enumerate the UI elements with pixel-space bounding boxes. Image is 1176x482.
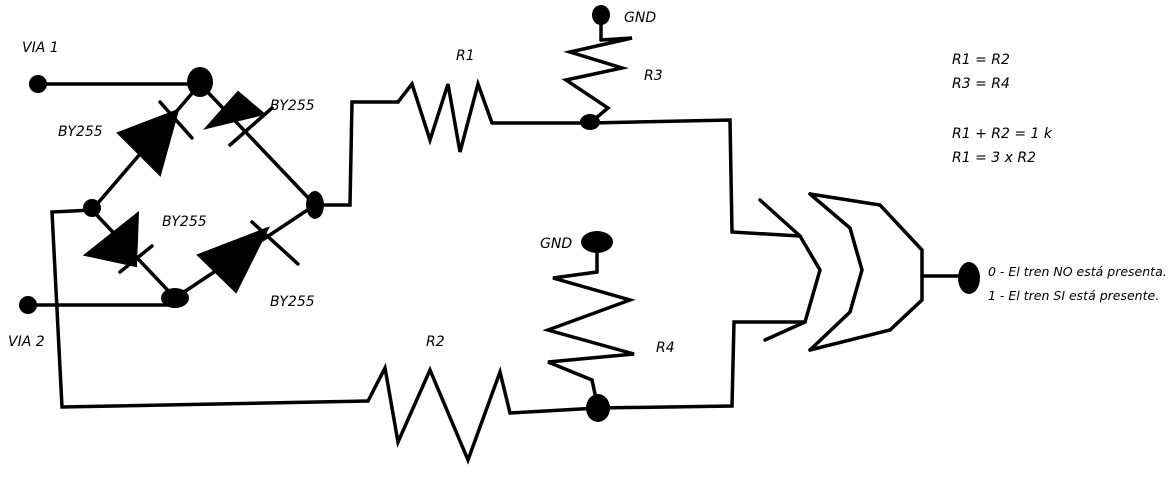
output-terminal [958,262,980,294]
note-line4: R1 = 3 x R2 [952,150,1036,166]
note-line2: R3 = R4 [952,76,1010,92]
node-r1-r3 [580,114,600,130]
xor-gate-icon [758,192,924,352]
bridge-node-top [187,67,213,97]
wire-node-to-xor-a [588,118,802,238]
output-state-1: 1 - El tren SI está presente. [988,288,1159,303]
terminal-via2 [19,296,37,314]
diode-d2-icon [203,90,274,147]
wire-node-to-xor-b [596,320,807,410]
label-diode4: BY255 [270,294,315,310]
diode-d4-icon [196,220,300,294]
note-line1: R1 = R2 [952,52,1010,68]
node-r2-r4 [586,394,610,422]
bridge-edge-top-right [198,82,317,207]
label-diode2: BY255 [270,98,315,114]
resistor-r3-icon [561,36,633,125]
resistor-r1-icon [396,78,494,153]
diode-bridge [82,82,317,300]
label-r3: R3 [644,68,663,84]
label-r2: R2 [426,334,445,350]
label-gnd-top: GND [624,10,656,26]
label-diode3: BY255 [162,214,207,230]
bridge-node-left [83,199,101,217]
label-via1: VIA 1 [22,40,59,56]
bridge-node-bottom [161,288,189,308]
resistor-r2-icon [366,362,512,465]
wire-r2-to-node [508,406,600,415]
gnd-mid-terminal [581,231,613,253]
label-gnd-mid: GND [540,236,572,252]
diode-d3-icon [82,210,154,274]
label-via2: VIA 2 [8,334,45,350]
label-diode1: BY255 [58,124,103,140]
resistor-r4-icon [542,270,636,382]
label-r1: R1 [456,48,475,64]
label-r4: R4 [656,340,675,356]
labels: VIA 1 VIA 2 BY255 BY255 BY255 BY255 R1 R… [8,10,1167,356]
bridge-node-right [306,191,324,219]
terminal-via1 [29,75,47,93]
output-state-0: 0 - El tren NO está presenta. [988,264,1167,279]
wire-left-to-r2 [50,208,370,409]
note-line3: R1 + R2 = 1 k [952,126,1053,142]
nodes [19,5,980,422]
gnd-top-terminal [592,5,610,25]
diode-d1-icon [116,100,194,177]
wire-bridge-to-r1 [313,100,400,207]
